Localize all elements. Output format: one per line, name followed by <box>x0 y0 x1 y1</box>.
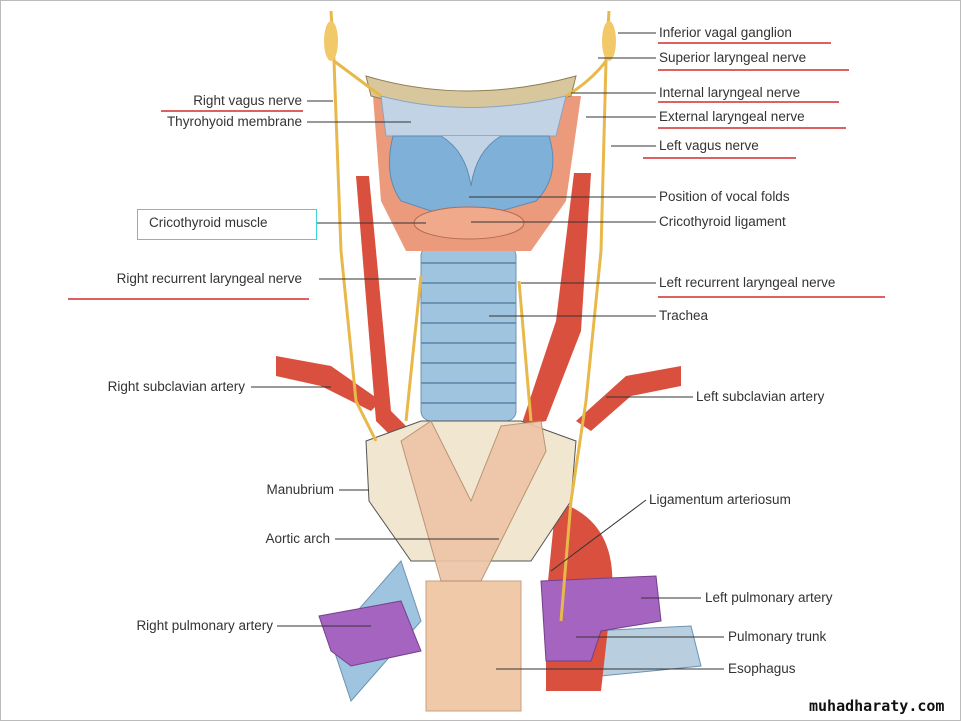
label-aortic-arch: Aortic arch <box>265 531 330 546</box>
label-inferior-vagal-ganglion: Inferior vagal ganglion <box>659 25 792 40</box>
label-left-vagus-nerve: Left vagus nerve <box>659 138 759 153</box>
label-ligamentum-arteriosum: Ligamentum arteriosum <box>649 492 791 507</box>
highlight-box <box>137 209 317 240</box>
esophagus <box>425 580 522 712</box>
left-subclavian-artery <box>576 366 681 431</box>
label-cricothyroid-ligament: Cricothyroid ligament <box>659 214 786 229</box>
right-common-carotid-artery <box>356 176 421 451</box>
label-manubrium: Manubrium <box>266 482 334 497</box>
red-underlines <box>68 42 885 300</box>
label-right-pulmonary-artery: Right pulmonary artery <box>136 618 273 633</box>
aortic-arch <box>400 420 547 582</box>
label-trachea: Trachea <box>659 308 709 323</box>
watermark: muhadharaty.com <box>809 697 945 715</box>
label-cricothyroid-muscle: Cricothyroid muscle <box>149 215 268 230</box>
label-external-laryngeal-nerve: External laryngeal nerve <box>659 109 805 124</box>
label-pulmonary-trunk: Pulmonary trunk <box>728 629 827 644</box>
label-left-pulmonary-artery: Left pulmonary artery <box>705 590 833 605</box>
cricothyroid-ligament <box>413 206 525 240</box>
label-right-recurrent-laryngeal-nerve: Right recurrent laryngeal nerve <box>116 271 302 286</box>
label-thyrohyoid-membrane: Thyrohyoid membrane <box>166 114 302 129</box>
right-pulmonary-artery <box>318 600 422 667</box>
label-left-subclavian-artery: Left subclavian artery <box>696 389 825 404</box>
label-esophagus: Esophagus <box>728 661 796 676</box>
label-right-subclavian-artery: Right subclavian artery <box>107 379 245 394</box>
label-superior-laryngeal-nerve: Superior laryngeal nerve <box>659 50 807 65</box>
label-internal-laryngeal-nerve: Internal laryngeal nerve <box>659 85 801 100</box>
left-common-carotid-artery <box>521 173 591 426</box>
pulmonary-trunk <box>540 575 662 662</box>
leader-lines <box>251 32 724 670</box>
label-right-vagus-nerve: Right vagus nerve <box>193 93 302 108</box>
trachea <box>420 245 517 422</box>
right-subclavian-artery <box>276 356 381 411</box>
thyrohyoid-membrane <box>380 95 567 137</box>
label-position-of-vocal-folds: Position of vocal folds <box>659 189 790 204</box>
label-left-recurrent-laryngeal-nerve: Left recurrent laryngeal nerve <box>659 275 836 290</box>
